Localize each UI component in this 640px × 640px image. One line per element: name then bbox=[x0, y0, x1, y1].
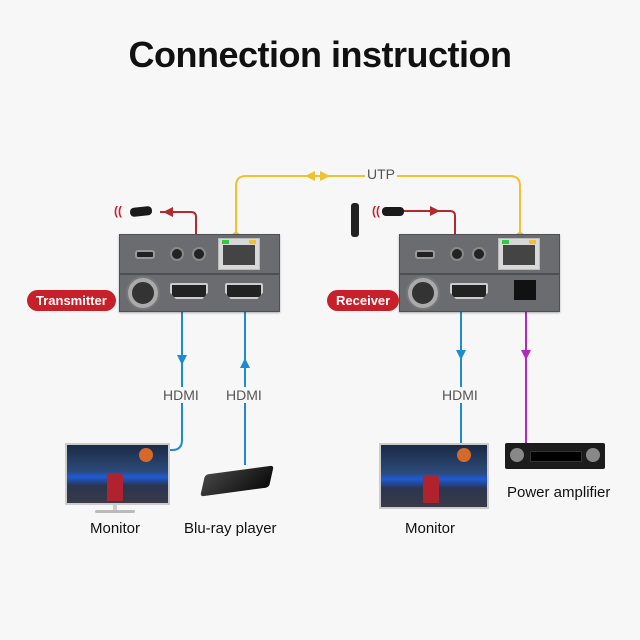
ir-arrow-tx bbox=[163, 207, 173, 217]
usb-port-icon bbox=[135, 250, 155, 259]
transmitter-front-panel bbox=[119, 274, 280, 312]
power-amplifier-icon bbox=[505, 443, 605, 469]
rj45-port-icon bbox=[498, 238, 540, 270]
monitor-rx-screen bbox=[379, 443, 489, 509]
ir-arrow-rx bbox=[430, 206, 440, 216]
monitor-rx-label: Monitor bbox=[405, 520, 456, 537]
monitor-tx-screen bbox=[65, 443, 170, 505]
receiver-top-panel bbox=[399, 234, 560, 274]
utp-label: UTP bbox=[365, 166, 397, 182]
receiver-badge: Receiver bbox=[327, 290, 400, 311]
remote-control-icon bbox=[351, 203, 359, 237]
ir-waves-icon-rx: (( bbox=[372, 204, 380, 218]
ir-waves-icon: (( bbox=[114, 204, 122, 218]
amplifier-label: Power amplifier bbox=[507, 484, 611, 501]
hdmi-out-port-icon bbox=[170, 283, 208, 299]
rj45-port-icon bbox=[218, 238, 260, 270]
monitor-base bbox=[95, 510, 135, 513]
hdmi-label-tx-in: HDMI bbox=[224, 387, 264, 403]
hdmi-out-port-icon bbox=[450, 283, 488, 299]
hdmi-arrow-tx-out bbox=[177, 355, 187, 365]
ir-cable-rx bbox=[402, 210, 456, 238]
audio-jack-icon bbox=[170, 247, 184, 261]
usb-port-icon bbox=[415, 250, 435, 259]
ir-jack-icon bbox=[450, 247, 464, 261]
receiver-front-panel bbox=[399, 274, 560, 312]
monitor-stand bbox=[113, 503, 117, 511]
utp-arrow-left bbox=[305, 171, 315, 181]
ir-receiver-icon bbox=[382, 207, 404, 216]
page-title: Connection instruction bbox=[128, 34, 512, 75]
dc-power-port-icon bbox=[408, 278, 438, 308]
hdmi-label-tx-out: HDMI bbox=[161, 387, 201, 403]
utp-arrow-right bbox=[320, 171, 330, 181]
audio-arrow bbox=[521, 350, 531, 360]
hdmi-label-rx-out: HDMI bbox=[440, 387, 480, 403]
hdmi-arrow-tx-in bbox=[240, 358, 250, 368]
ir-jack-icon bbox=[192, 247, 206, 261]
hdmi-in-port-icon bbox=[225, 283, 263, 299]
bluray-label: Blu-ray player bbox=[184, 520, 277, 537]
hdmi-arrow-rx-out bbox=[456, 350, 466, 360]
transmitter-top-panel bbox=[119, 234, 280, 274]
optical-audio-port-icon bbox=[514, 280, 536, 300]
monitor-tx-label: Monitor bbox=[90, 520, 141, 537]
dc-power-port-icon bbox=[128, 278, 158, 308]
transmitter-badge: Transmitter bbox=[27, 290, 116, 311]
audio-jack-icon bbox=[472, 247, 486, 261]
ir-cable-tx bbox=[160, 211, 197, 238]
hdmi-cable-tx-out bbox=[168, 305, 183, 451]
